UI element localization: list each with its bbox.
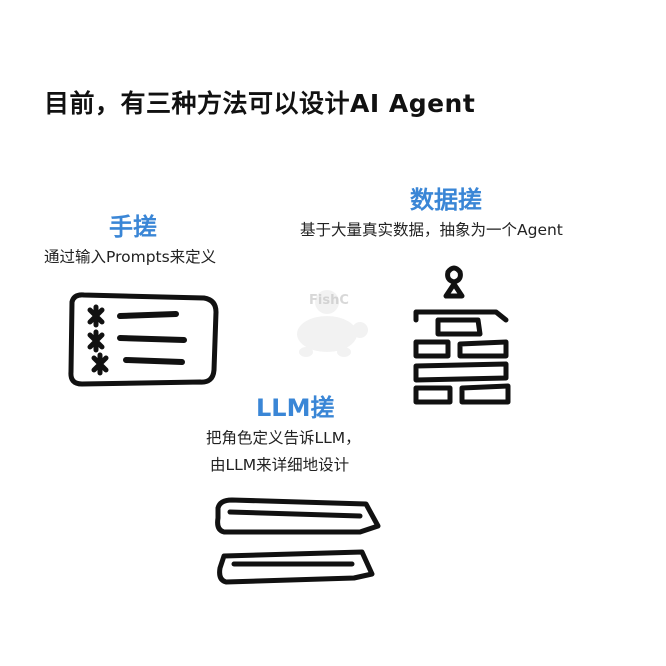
star-mark-1 bbox=[87, 304, 105, 328]
page-title: 目前，有三种方法可以设计AI Agent bbox=[44, 89, 476, 118]
turtle-watermark-icon bbox=[297, 290, 368, 357]
data-stack-sketch-icon bbox=[413, 265, 511, 405]
method-data-title: 数据搓 bbox=[410, 186, 482, 214]
method-llm-desc-line1: 把角色定义告诉LLM， bbox=[206, 429, 361, 447]
method-handcraft-title: 手搓 bbox=[109, 213, 157, 241]
method-handcraft-desc: 通过输入Prompts来定义 bbox=[44, 248, 217, 266]
prompt-list-sketch-icon bbox=[68, 292, 219, 387]
star-mark-2 bbox=[87, 329, 105, 353]
method-llm-title: LLM搓 bbox=[256, 394, 335, 422]
watermark-text: FishC bbox=[309, 293, 349, 308]
method-llm-desc-line2: 由LLM来详细地设计 bbox=[210, 456, 350, 474]
method-data-desc: 基于大量真实数据，抽象为一个Agent bbox=[300, 221, 563, 239]
star-mark-3 bbox=[91, 352, 109, 376]
text-lines-sketch-icon bbox=[215, 497, 381, 585]
